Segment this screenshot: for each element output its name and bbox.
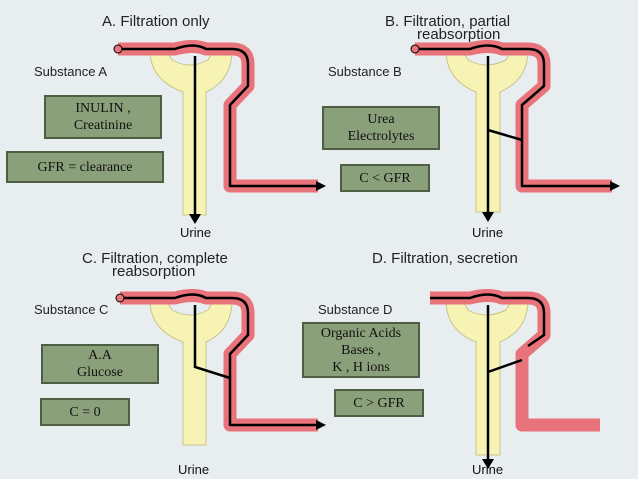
panel-d-example-2: Bases , [341,342,381,358]
panel-a-examples-box: INULIN , Creatinine [44,95,162,139]
panel-a-afferent-dot [113,44,123,54]
panel-d-example-1: Organic Acids [320,325,402,341]
panel-c-afferent-dot [115,293,125,303]
panel-b-reabsorption-line [487,128,523,142]
panel-b-vessel-arrow [610,181,620,191]
panel-b-substance-label: Substance B [328,64,402,79]
panel-a-clearance-text: GFR = clearance [37,159,133,175]
panel-b-filtration-line [415,44,612,188]
panel-c-example-2: Glucose [77,365,123,380]
panel-c-title-line1: C. Filtration, complete [82,250,228,267]
panel-a-example-2: Creatinine [73,118,133,133]
panel-a-urine-arrow [189,214,201,224]
panel-d-substance-label: Substance D [318,302,393,317]
panel-b-nephron [410,40,620,222]
panel-b-title-line2: reabsorption [417,26,501,43]
panel-b-examples-box: Urea Electrolytes [322,106,440,150]
panel-c-examples-box: A.A Glucose [41,344,159,384]
panel-c-clearance-box: C = 0 [40,398,130,426]
panel-c-reabsorption-line [193,305,231,380]
panel-c-substance-label: Substance C [34,302,109,317]
panel-b-example-2: Electrolytes [347,129,415,144]
panel-d-clearance-box: C > GFR [334,389,424,417]
panel-b-example-1: Urea [367,112,395,127]
panel-b-clearance-box: C < GFR [340,164,430,192]
panel-d-clearance-text: C > GFR [353,395,405,411]
panel-d-filtration-line [430,293,546,348]
panel-b-urine-label: Urine [472,225,504,240]
panel-b-clearance-text: C < GFR [359,170,411,186]
panel-c-vessel-arrow [316,420,326,430]
panel-d-urine-label: Urine [472,462,504,477]
panel-c-example-1: A.A [88,348,112,363]
panel-d-nephron [430,289,600,469]
panel-c-nephron [115,289,326,446]
panel-b-urine-arrow [482,212,494,222]
panel-a-nephron [113,40,326,224]
panel-d-title: D. Filtration, secretion [372,250,518,267]
panel-c-title-line2: reabsorption [112,263,196,280]
panel-b-title-line1: B. Filtration, partial [385,13,511,30]
panel-c-tubule [149,296,233,446]
panel-c-clearance-text: C = 0 [69,404,101,420]
panel-a-example-1: INULIN , [75,101,131,116]
panel-a-title: A. Filtration only [102,13,210,30]
panel-d-examples-box: Organic Acids Bases , K , H ions [302,322,420,378]
panel-a-tubule [149,46,233,216]
panel-d-example-3: K , H ions [332,359,390,375]
panel-a-filtration-line [118,44,318,188]
panel-a-vessel-arrow [316,181,326,191]
panel-d-secretion-line [487,358,523,374]
panel-c-urine-label: Urine [178,462,210,477]
panel-d-urine-arrow [482,459,494,469]
panel-a-substance-label: Substance A [34,64,107,79]
panel-b-afferent-dot [410,44,420,54]
panel-c-filtration-line [120,293,318,427]
panel-a-clearance-box: GFR = clearance [6,151,164,183]
panel-a-urine-label: Urine [180,225,212,240]
